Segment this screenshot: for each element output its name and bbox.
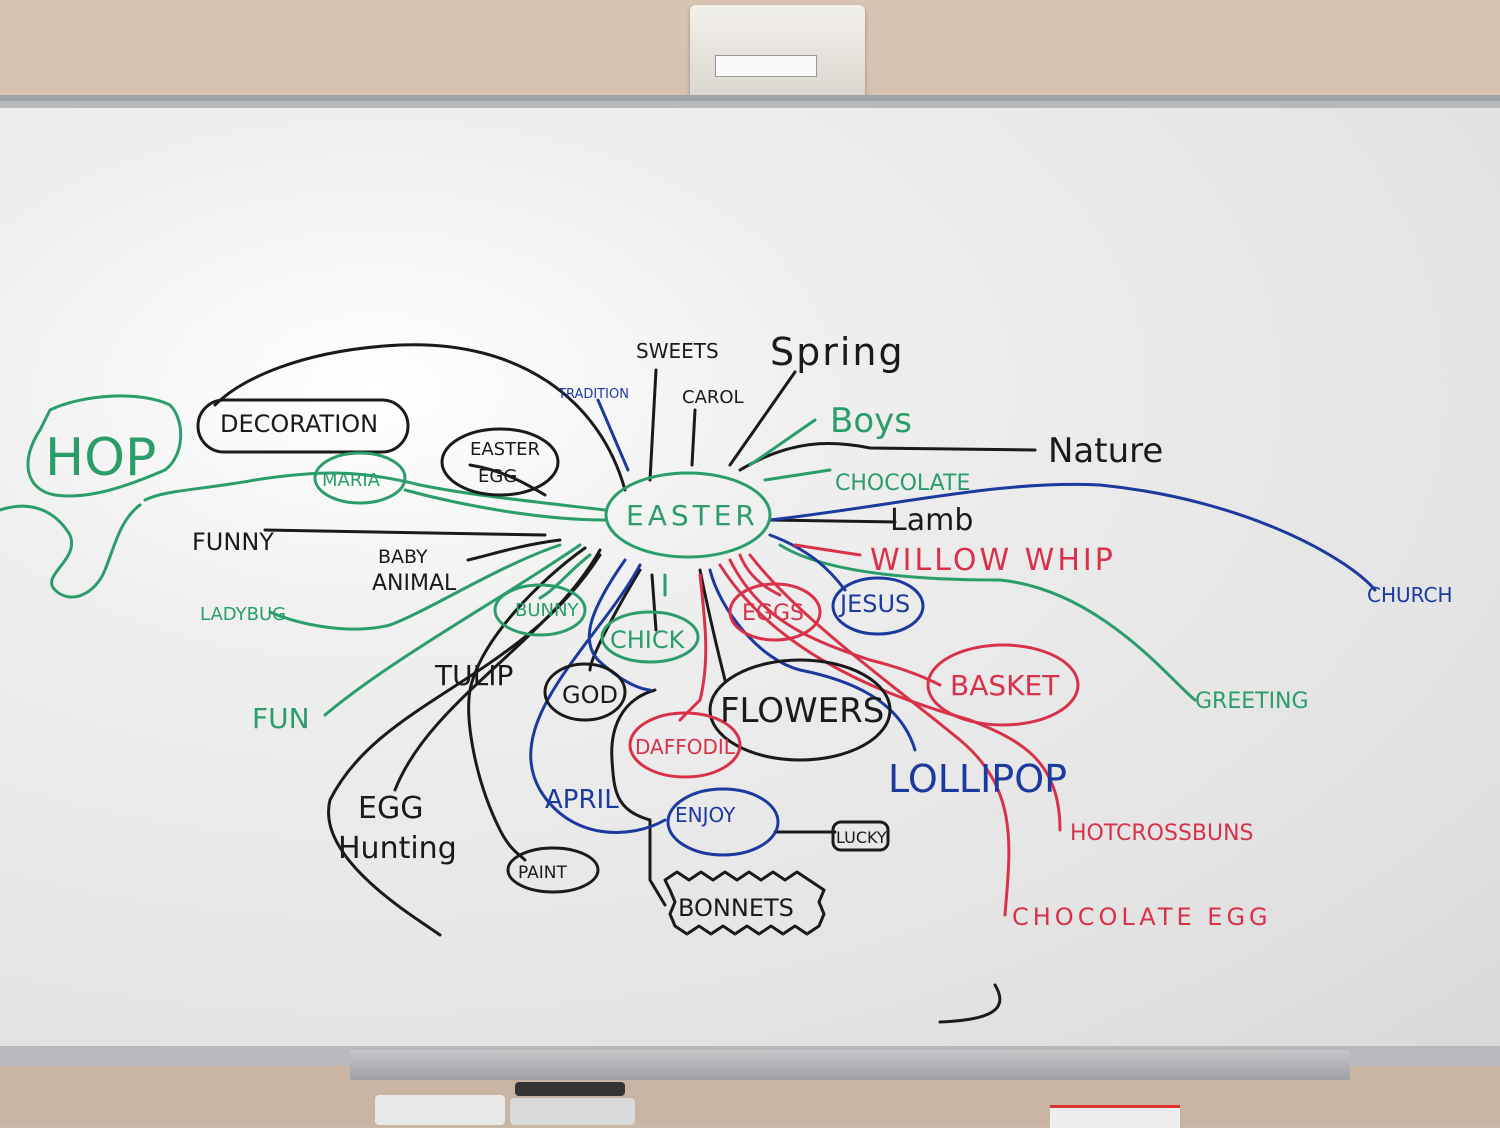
easter-egg-bubble [440, 427, 560, 497]
chick-bubble [600, 610, 700, 664]
chick-label: CHICK [610, 626, 686, 654]
bubbles [26, 394, 1080, 936]
daffodil-bubble [628, 711, 742, 779]
lollipop-label: LOLLIPOP [888, 757, 1067, 801]
decoration-bubble [196, 398, 410, 454]
boys-label: Boys [830, 401, 912, 441]
bonnets-label: BONNETS [678, 894, 794, 922]
tradition-label: TRADITION [557, 387, 629, 402]
paint-label: PAINT [518, 863, 568, 883]
eggs-bubble [728, 582, 822, 642]
bonnets-bubble [663, 870, 826, 936]
decoration-label: DECORATION [220, 410, 378, 438]
god-bubble [543, 662, 627, 722]
whiteboard [0, 108, 1500, 1046]
black-connectors [213, 343, 1037, 1024]
lucky-bubble [831, 820, 890, 852]
green-connectors [0, 418, 1197, 717]
game-box [1050, 1105, 1180, 1128]
basket-bubble [926, 643, 1080, 727]
bunny-label: BUNNY [515, 600, 579, 621]
easter-bubble [604, 471, 772, 559]
baby-label: BABY [378, 546, 428, 568]
jesus-label: JESUS [838, 590, 910, 618]
projector [690, 5, 865, 100]
center-label: EASTER [626, 499, 759, 532]
fun-label: FUN [252, 702, 310, 735]
tray-box-2 [510, 1098, 635, 1125]
hot-cross-buns-label: HOTCROSSBUNS [1070, 821, 1254, 846]
hop-label: HOP [45, 428, 156, 488]
tulip-label: TULIP [434, 659, 513, 692]
sweets-label: SWEETS [636, 339, 719, 363]
eggs-label: EGGS [742, 601, 804, 626]
spring-label: Spring [770, 330, 905, 374]
hop-bubble [26, 394, 183, 498]
blue-connectors [529, 398, 1377, 834]
enjoy-bubble [666, 787, 780, 857]
april-label: APRIL [545, 785, 619, 815]
funny-label: FUNNY [192, 528, 274, 556]
projector-label [715, 55, 817, 77]
jesus-bubble [831, 576, 925, 636]
marker [515, 1082, 625, 1096]
paint-bubble [506, 846, 600, 894]
hunting-label: Hunting [338, 831, 457, 866]
easter-egg-label-1: EASTER [470, 439, 540, 460]
bunny-bubble [493, 583, 587, 637]
maria-label: MARIA [322, 470, 381, 491]
chocolate-label: CHOCOLATE [835, 471, 970, 496]
enjoy-label: ENJOY [675, 803, 736, 827]
willow-whip-label: WILLOW WHIP [870, 543, 1116, 578]
lucky-label: LUCKY [836, 828, 887, 847]
chocolate-egg-label: CHOCOLATE EGG [1012, 903, 1272, 931]
tray-box [375, 1095, 505, 1125]
flowers-bubble [708, 658, 892, 762]
church-label: CHURCH [1367, 583, 1453, 607]
easter-egg-label-2: EGG [478, 466, 517, 487]
labels: EASTER HOP DECORATION MARIA EASTER EGG F… [45, 330, 1453, 931]
flowers-label: FLOWERS [720, 691, 884, 731]
maria-bubble [313, 451, 407, 505]
egg-label: EGG [358, 791, 423, 826]
animal-label: ANIMAL [372, 571, 457, 596]
nature-label: Nature [1048, 431, 1163, 471]
greeting-label: GREETING [1195, 689, 1309, 714]
god-label: GOD [562, 681, 618, 709]
daffodil-label: DAFFODIL [635, 735, 736, 759]
carol-label: CAROL [682, 387, 744, 408]
basket-label: BASKET [950, 669, 1060, 702]
lamb-label: Lamb [890, 503, 973, 538]
ladybug-label: LADYBUG [200, 604, 286, 625]
marker-tray [350, 1050, 1350, 1080]
